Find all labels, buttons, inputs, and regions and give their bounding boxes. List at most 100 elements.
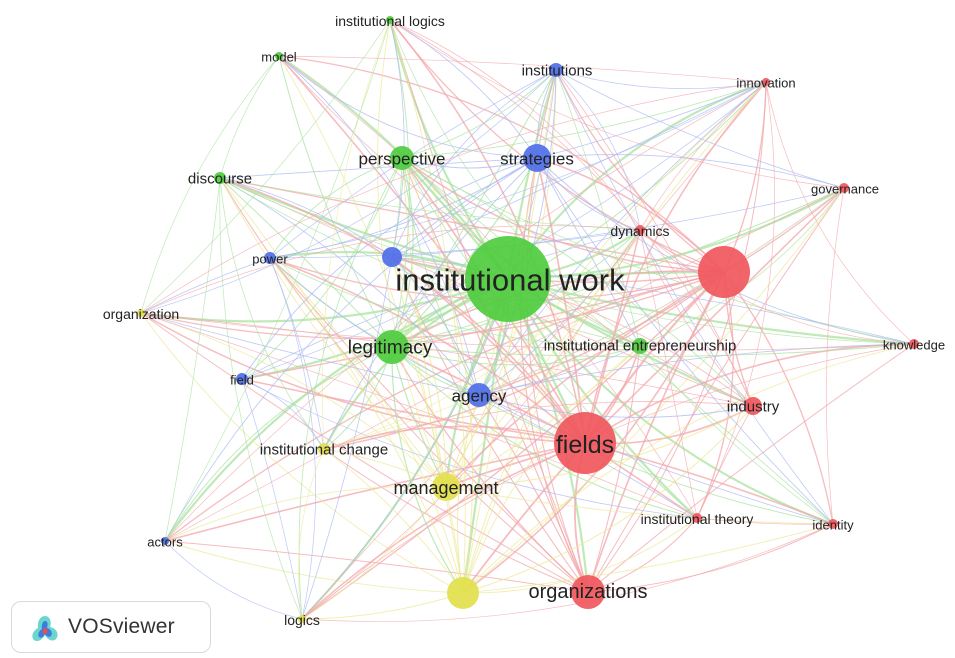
link-dynamics-organization bbox=[140, 225, 641, 314]
link-industry-dynamics bbox=[639, 229, 754, 407]
link-strategies-dynamics bbox=[536, 157, 641, 231]
link-institutional_change-dynamics bbox=[323, 229, 641, 450]
link-institutional_entrepreneurship-governance bbox=[639, 187, 845, 347]
link-unlabeled_red-perspective bbox=[401, 157, 725, 273]
node-organizations[interactable] bbox=[571, 575, 605, 609]
link-organizations-agency bbox=[478, 394, 589, 593]
node-institutional-change[interactable] bbox=[318, 443, 330, 455]
node-institutional-entrepreneurship[interactable] bbox=[632, 338, 648, 354]
label-model: model bbox=[261, 50, 297, 65]
node-strategies[interactable] bbox=[523, 144, 551, 172]
label-fields: fields bbox=[556, 431, 614, 459]
link-dynamics-institutional_logics bbox=[389, 19, 641, 231]
link-governance-actors bbox=[164, 187, 845, 542]
label-institutions: institutions bbox=[522, 63, 593, 80]
link-agency-knowledge bbox=[478, 343, 915, 396]
node-institutional-work[interactable] bbox=[465, 236, 551, 322]
link-agency-organization bbox=[140, 312, 480, 396]
link-institutional_theory-identity bbox=[696, 517, 834, 525]
label-organization: organization bbox=[103, 306, 179, 322]
node-logics[interactable] bbox=[298, 615, 306, 623]
link-field-institutional_theory bbox=[241, 378, 698, 519]
node-institutional-logics[interactable] bbox=[386, 16, 394, 24]
link-strategies-institutional_logics bbox=[389, 19, 538, 159]
link-organizations-legitimacy bbox=[391, 346, 589, 593]
node-actors[interactable] bbox=[161, 537, 169, 545]
link-institutional_entrepreneurship-power bbox=[269, 257, 641, 347]
link-unlabeled_blue-innovation bbox=[391, 81, 767, 258]
link-agency-power bbox=[269, 257, 480, 396]
node-unlabeled-red[interactable] bbox=[698, 246, 750, 298]
node-governance[interactable] bbox=[839, 183, 849, 193]
link-industry-institutional_logics bbox=[389, 19, 754, 407]
link-agency-innovation bbox=[478, 81, 767, 396]
node-power[interactable] bbox=[264, 252, 276, 264]
link-innovation-logics bbox=[301, 81, 767, 620]
node-field[interactable] bbox=[236, 373, 248, 385]
link-unlabeled_yellow-knowledge bbox=[462, 343, 915, 594]
link-unlabeled_red-actors bbox=[164, 271, 725, 542]
node-innovation[interactable] bbox=[762, 78, 770, 86]
link-strategies-discourse bbox=[219, 157, 538, 179]
node-industry[interactable] bbox=[744, 397, 762, 415]
link-strategies-unlabeled_blue bbox=[391, 157, 538, 258]
node-fields[interactable] bbox=[554, 412, 616, 474]
node-discourse[interactable] bbox=[214, 172, 226, 184]
link-agency-industry bbox=[478, 394, 754, 418]
node-organization[interactable] bbox=[137, 309, 145, 317]
label-governance: governance bbox=[811, 182, 879, 197]
link-industry-institutions bbox=[555, 69, 754, 407]
node-model[interactable] bbox=[275, 52, 283, 60]
link-discourse-knowledge bbox=[219, 177, 915, 345]
label-innovation: innovation bbox=[736, 76, 795, 91]
link-unlabeled_red-legitimacy bbox=[391, 270, 725, 348]
link-strategies-innovation bbox=[536, 81, 767, 159]
link-strategies-perspective bbox=[401, 157, 538, 169]
link-strategies-actors bbox=[164, 157, 538, 542]
link-unlabeled_yellow-logics bbox=[301, 592, 464, 620]
link-perspective-agency bbox=[401, 157, 480, 396]
node-agency[interactable] bbox=[467, 383, 491, 407]
link-agency-discourse bbox=[219, 177, 480, 396]
label-institutional-work: institutional work bbox=[395, 263, 625, 298]
node-perspective[interactable] bbox=[390, 146, 414, 170]
label-institutional-entrepreneurship: institutional entrepreneurship bbox=[544, 338, 737, 355]
link-organizations-governance bbox=[587, 187, 845, 593]
link-power-innovation bbox=[269, 81, 767, 259]
link-organizations-identity bbox=[587, 523, 834, 593]
link-legitimacy-strategies bbox=[391, 157, 538, 348]
link-unlabeled_yellow-organization bbox=[140, 312, 464, 594]
link-perspective-innovation bbox=[401, 81, 767, 159]
label-dynamics: dynamics bbox=[610, 223, 669, 239]
node-unlabeled-yellow[interactable] bbox=[447, 577, 479, 609]
link-unlabeled_red-institutions bbox=[555, 69, 725, 273]
link-legitimacy-institutions bbox=[391, 69, 557, 348]
link-perspective-knowledge bbox=[401, 157, 915, 345]
link-agency-dynamics bbox=[478, 229, 641, 396]
node-dynamics[interactable] bbox=[635, 225, 645, 235]
link-legitimacy-management bbox=[391, 346, 447, 488]
node-institutional-theory[interactable] bbox=[692, 513, 702, 523]
link-legitimacy-institutional_theory bbox=[391, 346, 698, 519]
node-unlabeled-blue[interactable] bbox=[382, 247, 402, 267]
node-identity[interactable] bbox=[828, 519, 838, 529]
link-agency-model bbox=[278, 55, 480, 396]
label-knowledge: knowledge bbox=[883, 338, 945, 353]
link-dynamics-innovation bbox=[639, 81, 767, 231]
link-field-logics bbox=[241, 378, 303, 620]
link-institutional_logics-organization bbox=[140, 19, 391, 314]
link-fields-discourse bbox=[219, 177, 586, 444]
link-unlabeled_red-logics bbox=[301, 271, 725, 620]
node-institutions[interactable] bbox=[549, 63, 563, 77]
link-unlabeled_yellow-governance bbox=[462, 187, 845, 594]
link-power-dynamics bbox=[269, 229, 641, 259]
link-organizations-innovation bbox=[587, 81, 767, 593]
node-legitimacy[interactable] bbox=[375, 330, 409, 364]
link-organizations-knowledge bbox=[587, 343, 915, 593]
node-knowledge[interactable] bbox=[909, 339, 919, 349]
node-management[interactable] bbox=[432, 473, 460, 501]
link-identity-logics bbox=[301, 523, 834, 622]
link-organizations-power bbox=[269, 257, 589, 593]
link-unlabeled_yellow-institutional_change bbox=[323, 448, 464, 594]
